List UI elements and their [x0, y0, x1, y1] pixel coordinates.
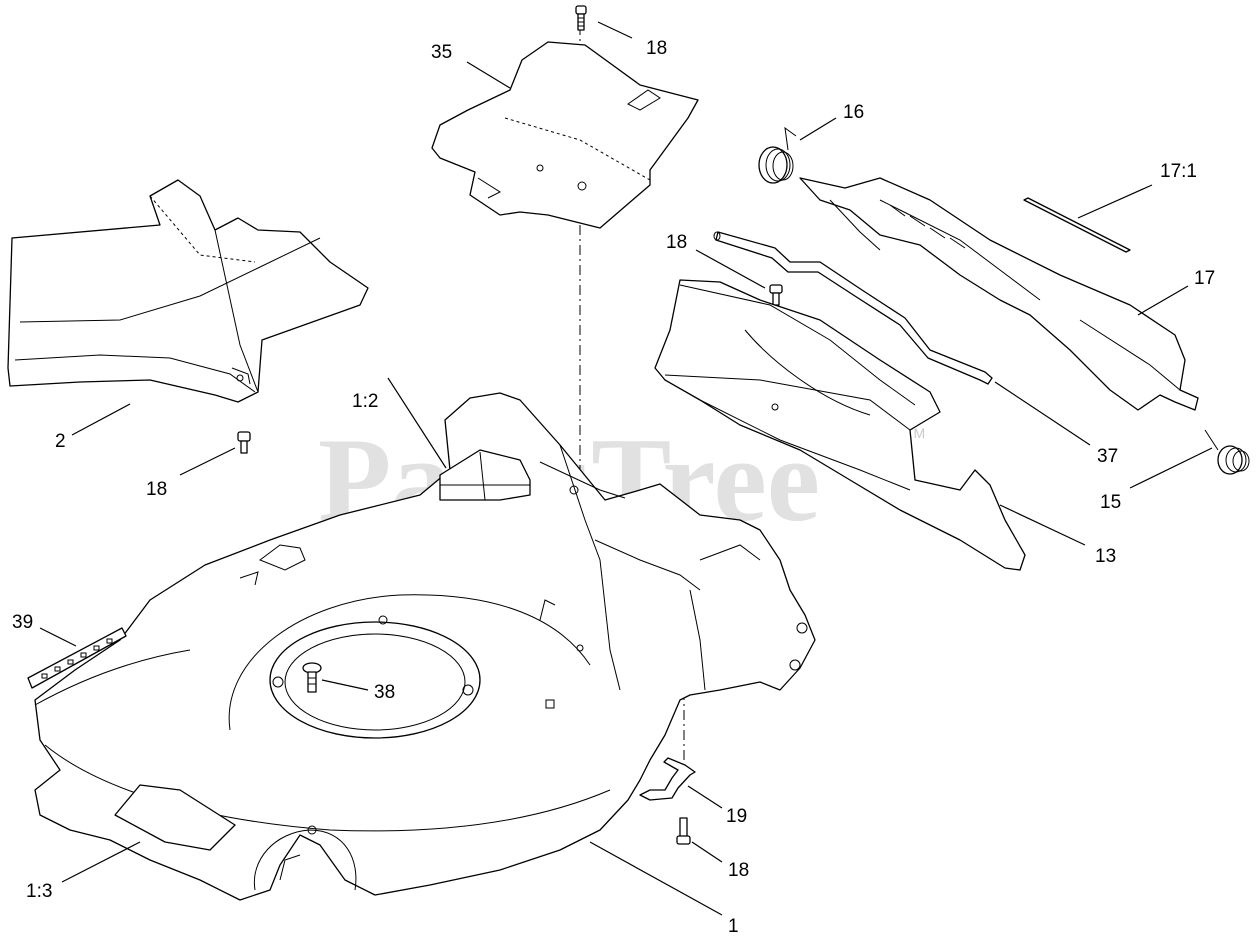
part-15-spring[interactable]: [1204, 429, 1250, 475]
leader-38: [321, 679, 369, 691]
callout-17[interactable]: 17: [1194, 268, 1215, 289]
callout-1-2[interactable]: 1:2: [352, 391, 378, 412]
callout-1[interactable]: 1: [728, 916, 739, 937]
leader-16: [799, 117, 837, 141]
callout-18-top[interactable]: 18: [646, 38, 667, 59]
leader-1-2: [387, 377, 447, 469]
leader-13: [999, 504, 1086, 546]
callout-1-3[interactable]: 1:3: [26, 881, 52, 902]
callout-39[interactable]: 39: [12, 612, 33, 633]
part-17-1-decal[interactable]: [1023, 197, 1131, 253]
callout-2[interactable]: 2: [55, 431, 66, 452]
leader-15: [1129, 447, 1213, 489]
callout-16[interactable]: 16: [843, 102, 864, 123]
leader-18-top: [597, 21, 633, 39]
part-19-bracket[interactable]: [639, 757, 696, 801]
callout-38[interactable]: 38: [374, 682, 395, 703]
callout-17-1[interactable]: 17:1: [1160, 161, 1197, 182]
callout-18-left[interactable]: 18: [146, 479, 167, 500]
leader-37: [994, 381, 1091, 446]
part-37-hinge-rod[interactable]: [713, 231, 993, 385]
callout-15[interactable]: 15: [1100, 492, 1121, 513]
leader-35: [466, 61, 511, 89]
callout-37[interactable]: 37: [1097, 446, 1118, 467]
bolt-38[interactable]: [302, 662, 322, 693]
bolt-18-bottom[interactable]: [676, 817, 691, 845]
part-35-deflector-plate[interactable]: [431, 41, 699, 229]
leader-1-3: [61, 841, 141, 883]
leader-18-rod: [695, 249, 766, 289]
part-1-deck-housing[interactable]: [34, 392, 816, 901]
leader-39: [39, 627, 77, 647]
callout-18-rod[interactable]: 18: [666, 232, 687, 253]
callout-35[interactable]: 35: [431, 42, 452, 63]
part-16-torsion-spring[interactable]: [758, 126, 797, 184]
leader-2: [71, 403, 131, 436]
part-2-discharge-chute[interactable]: [7, 179, 369, 403]
part-17-rear-flap[interactable]: [799, 177, 1199, 411]
callout-19[interactable]: 19: [726, 806, 747, 827]
leader-1: [589, 841, 723, 916]
leader-18-bottom: [691, 841, 723, 863]
leader-17-1: [1077, 184, 1153, 219]
bolt-18-top[interactable]: [575, 5, 587, 31]
leader-19: [687, 785, 723, 809]
part-39-label-strip[interactable]: [27, 627, 127, 689]
leader-18-left: [179, 447, 236, 476]
leader-17: [1137, 285, 1189, 316]
bolt-18-left[interactable]: [237, 431, 251, 454]
callout-18-bottom[interactable]: 18: [728, 860, 749, 881]
part-13-rear-cover[interactable]: [654, 279, 1026, 571]
bolt-18-rod[interactable]: [769, 284, 783, 306]
part-1-2-baffle[interactable]: [439, 449, 626, 501]
callout-13[interactable]: 13: [1095, 546, 1116, 567]
